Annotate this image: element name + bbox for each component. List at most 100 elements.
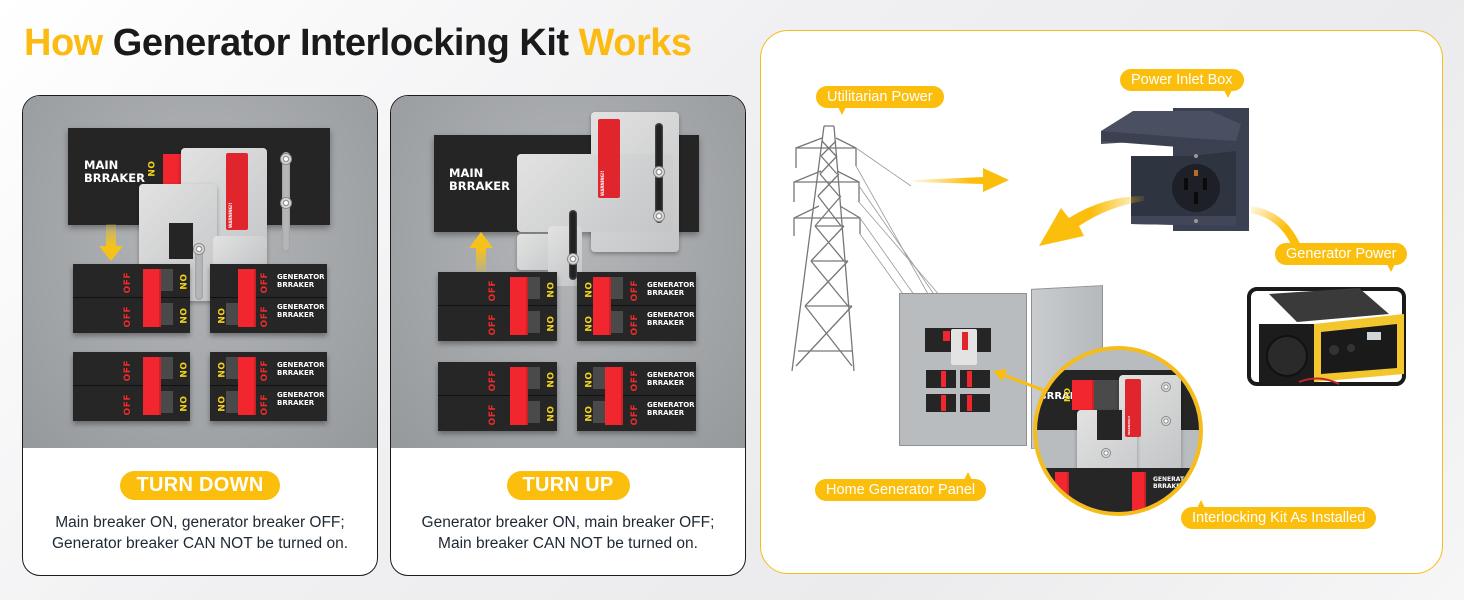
off-label: OFF	[630, 370, 640, 392]
title-accent-how: How	[24, 22, 103, 64]
arrow-right-icon	[913, 168, 1009, 192]
gen-label-line2: BRRAKER	[1153, 483, 1185, 490]
interlock-plate-arm	[517, 154, 673, 232]
gen-label-line2: BRRAKER	[277, 399, 315, 407]
main-breaker-label: MAIN BRRAKER	[449, 167, 510, 193]
description-line1: Main breaker ON, generator breaker OFF;	[55, 514, 345, 531]
panel-breaker	[960, 370, 990, 388]
panel-main-handle	[943, 331, 950, 341]
description-line2: Main breaker CAN NOT be turned on.	[438, 535, 698, 552]
step-footer: TURN DOWN Main breaker ON, generator bre…	[23, 448, 377, 575]
off-label: OFF	[488, 370, 498, 392]
breaker-slot	[528, 367, 540, 389]
gen-label-line1: GENERATOR	[277, 303, 325, 311]
bolt-icon	[653, 210, 665, 222]
main-label-line1: MAIN	[449, 166, 484, 180]
off-label: OFF	[488, 404, 498, 426]
panel-warning-label	[962, 332, 968, 350]
main-breaker-label: MAIN BRRAKER	[84, 159, 145, 185]
gen-label-line1: GENERATOR	[647, 401, 695, 409]
breaker-slot	[226, 303, 238, 325]
breaker-handle[interactable]	[510, 277, 528, 335]
on-label: ON	[177, 362, 187, 379]
generator-icon	[1247, 287, 1406, 386]
off-label: OFF	[260, 306, 270, 328]
off-label: OFF	[630, 280, 640, 302]
gen-breaker-handle[interactable]	[238, 357, 256, 415]
breaker-slot	[593, 401, 605, 423]
breaker-slot	[611, 311, 623, 333]
plate-groove-left	[569, 210, 577, 280]
gen-label-line1: GENERATOR	[647, 311, 695, 319]
breaker-slot	[161, 391, 173, 413]
gen-label-line1: GENERATOR	[277, 361, 325, 369]
callout-interlocking-kit: Interlocking Kit As Installed	[1181, 500, 1377, 529]
breaker-handle[interactable]	[143, 269, 161, 327]
on-label: ON	[215, 362, 225, 379]
gen-label-line1: GENERATOR	[647, 281, 695, 289]
breaker-scene-turn-up: MAIN BRRAKER ON WARNING!! OFF OFF	[391, 96, 745, 448]
bolt-icon	[280, 153, 292, 165]
gen-label-line1: GENERATOR	[277, 273, 325, 281]
breaker-handle[interactable]	[510, 367, 528, 425]
breaker-left-bottom: OFF OFF ON ON	[438, 362, 557, 431]
arrow-down-icon	[99, 224, 123, 261]
bolt-icon	[193, 243, 205, 255]
breaker-slot	[226, 357, 238, 379]
main-label-line1: MAIN	[84, 158, 119, 172]
on-label: ON	[582, 406, 592, 423]
gen-breaker-handle[interactable]	[593, 277, 611, 335]
on-label: ON	[177, 308, 187, 325]
breaker-slot	[226, 391, 238, 413]
on-label: ON	[215, 396, 225, 413]
breaker-scene-turn-down: MAIN BRRAKER ON WARNING!! OFF OFF	[23, 96, 377, 448]
on-label: ON	[544, 316, 554, 333]
gen-label-line2: BRRAKER	[277, 281, 315, 289]
step-badge: TURN DOWN	[120, 471, 280, 500]
gen-breaker-handle[interactable]	[238, 269, 256, 327]
zoom-warning-label: WARNING!!	[1125, 379, 1141, 437]
breaker-left-top: OFF OFF ON ON	[73, 264, 190, 333]
off-label: OFF	[260, 394, 270, 416]
on-label: ON	[177, 274, 187, 291]
on-label: ON	[582, 372, 592, 389]
main-label-line2: BRRAKER	[449, 179, 510, 193]
zoom-on-label: ON	[1062, 388, 1071, 403]
main-on-label: ON	[145, 161, 155, 178]
off-label: OFF	[260, 360, 270, 382]
step-description: Generator breaker ON, main breaker OFF; …	[391, 512, 745, 554]
off-label: OFF	[260, 272, 270, 294]
bolt-icon	[280, 197, 292, 209]
zoom-main-label: BRRAKER	[1039, 391, 1093, 402]
description-line2: Generator breaker CAN NOT be turned on.	[51, 535, 349, 552]
breaker-slot	[161, 357, 173, 379]
off-label: OFF	[630, 404, 640, 426]
gen-label-line1: GENERATOR	[277, 391, 325, 399]
breaker-handle[interactable]	[143, 357, 161, 415]
off-label: OFF	[123, 306, 133, 328]
off-label: OFF	[123, 394, 133, 416]
breaker-slot	[593, 367, 605, 389]
bolt-icon	[1161, 416, 1171, 426]
panel-breaker	[926, 394, 956, 412]
breaker-slot	[528, 401, 540, 423]
panel-breaker	[960, 394, 990, 412]
power-inlet-box-icon	[1101, 108, 1249, 231]
on-label: ON	[582, 316, 592, 333]
zoom-gen-handle	[1132, 472, 1146, 512]
gen-label-line2: BRRAKER	[647, 319, 685, 327]
on-label: ON	[215, 308, 225, 325]
arrow-curved-left-icon	[1039, 196, 1144, 246]
gen-breaker-handle[interactable]	[605, 367, 623, 425]
